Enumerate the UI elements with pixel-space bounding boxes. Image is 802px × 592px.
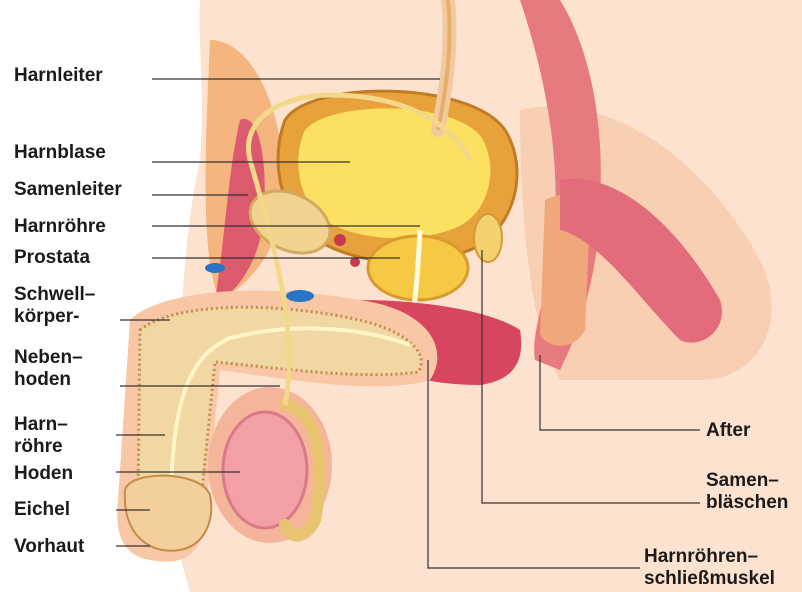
label-harnleiter: Harnleiter [14, 65, 103, 87]
label-schwellkoerper: Schwell–körper- [14, 284, 95, 328]
label-harnroehre: Harn–röhre [14, 414, 68, 458]
vessel-2 [205, 263, 225, 273]
vessel-1 [286, 290, 314, 302]
label-vorhaut: Vorhaut [14, 536, 84, 558]
label-eichel: Eichel [14, 499, 70, 521]
label-harnroehrenschliessmuskel: Harnröhren–schließmuskel [644, 546, 775, 590]
label-after: After [706, 420, 750, 442]
label-hoden: Hoden [14, 463, 73, 485]
label-samenblaeschen: Samen–bläschen [706, 470, 788, 514]
label-prostata: Prostata [14, 247, 90, 269]
label-harnroehre-top: Harnröhre [14, 216, 106, 238]
label-nebenhoden: Neben–hoden [14, 347, 83, 391]
label-samenleiter: Samenleiter [14, 179, 122, 201]
label-harnblase: Harnblase [14, 142, 106, 164]
seminal-vesicle [474, 214, 502, 262]
vessel-3 [334, 234, 346, 246]
testis [223, 412, 307, 528]
